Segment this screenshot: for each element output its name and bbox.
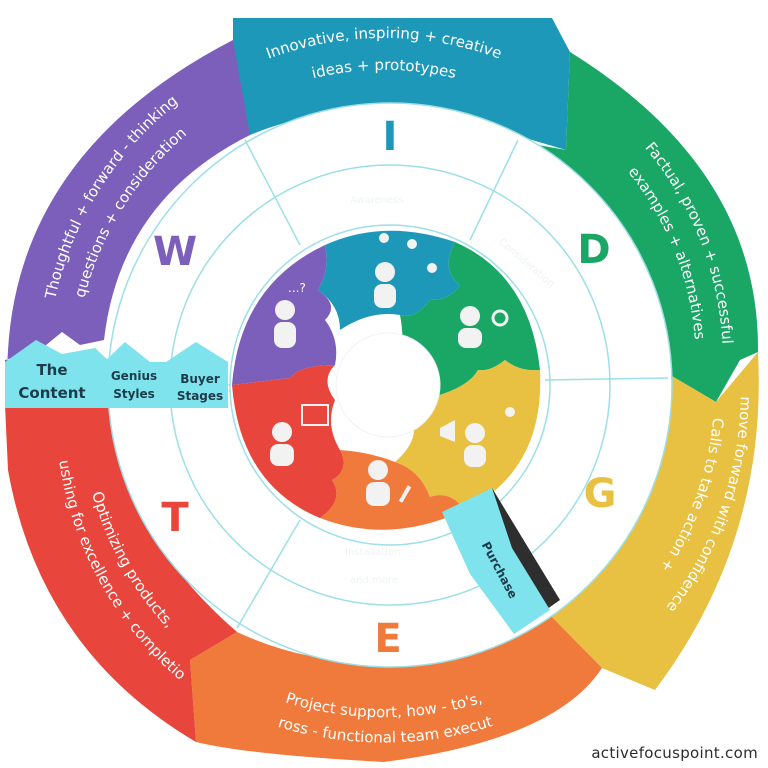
tools-person-icon [366, 460, 412, 506]
letter-g: G [584, 471, 617, 517]
checklist-person-icon [270, 404, 329, 466]
genius-label-tab [104, 342, 166, 408]
svg-text:and more: and more [350, 575, 398, 586]
buyer-label-tab [166, 342, 228, 408]
thinking-person-icon: ...? [274, 281, 306, 348]
segment-letters: I D G E T W [153, 114, 616, 662]
footer-domain: activefocuspoint.com [591, 744, 758, 762]
segment-w [5, 40, 250, 405]
outer-ring [5, 18, 759, 762]
purchase-pointer: Purchase [442, 488, 560, 634]
buyer-label-line1: Buyer [180, 372, 220, 386]
pointer-shadow [492, 488, 560, 628]
purchase-tab [442, 488, 550, 634]
segment-e [190, 610, 602, 762]
content-label-line2: Content [18, 384, 85, 402]
content-label-line1: The [36, 361, 67, 379]
letter-i: I [383, 114, 398, 160]
figure-icons: ...? [270, 233, 515, 506]
segment-i [233, 18, 570, 150]
segment-g [545, 352, 759, 690]
puzzle-e [320, 450, 465, 530]
letter-e: E [374, 616, 401, 662]
genius-label-line1: Genius [111, 369, 157, 383]
content-label-tab [5, 340, 110, 408]
ideas-person-icon [374, 233, 437, 308]
puzzle-t [232, 365, 344, 518]
svg-text:Installation: Installation [345, 547, 400, 558]
genius-label-line2: Styles [113, 387, 155, 401]
letter-w: W [153, 229, 197, 275]
megaphone-person-icon [440, 407, 515, 467]
research-person-icon [458, 306, 509, 348]
buyer-label-line2: Stages [177, 389, 223, 403]
letter-d: D [577, 227, 610, 273]
center-hole [336, 333, 440, 437]
segment-t [5, 405, 237, 742]
letter-t: T [161, 495, 189, 541]
svg-text:Awareness: Awareness [350, 195, 404, 206]
svg-text:...?: ...? [288, 281, 306, 295]
segment-d [510, 52, 759, 402]
ring-labels: The Content Genius Styles Buyer Stages [5, 340, 228, 408]
